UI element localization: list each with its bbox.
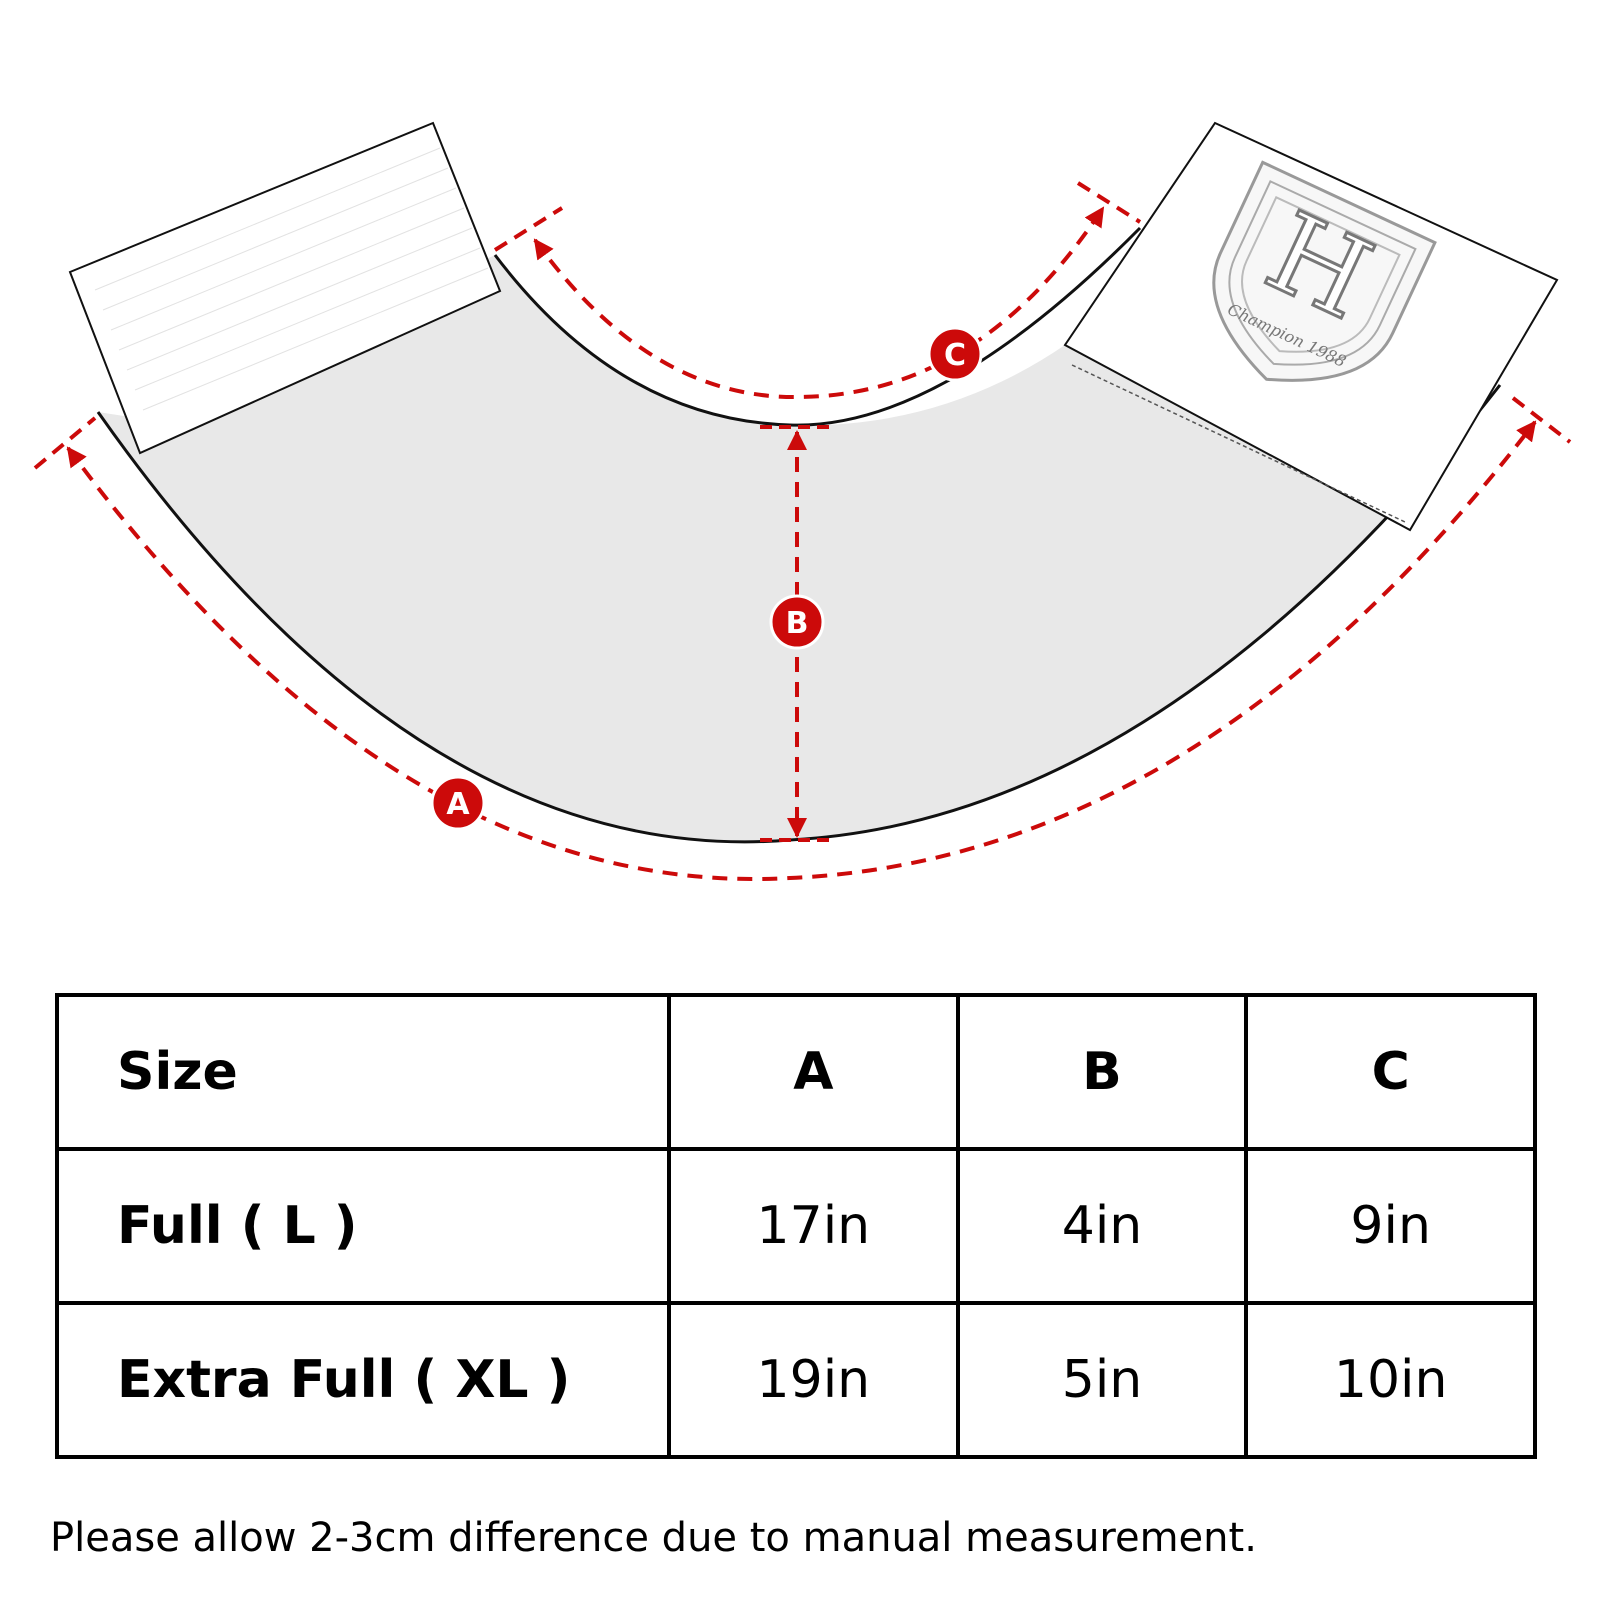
measure-a: A	[33, 396, 1572, 881]
header-a: A	[667, 993, 960, 1151]
measure-b: B	[760, 425, 830, 842]
row-size-label: Extra Full ( XL )	[55, 1301, 671, 1459]
header-c: C	[1244, 993, 1537, 1151]
row-value-a: 17in	[667, 1147, 960, 1305]
measure-c: C	[493, 181, 1142, 400]
marker-b-label: B	[786, 606, 809, 641]
size-table: Size A B C Full ( L ) 17in 4in 9in Extra…	[55, 993, 1537, 1459]
measurement-diagram: H Champion 1988 A B C	[33, 121, 1572, 881]
champion-badge-logo: H Champion 1988	[1212, 160, 1437, 382]
velcro-texture	[94, 147, 489, 411]
marker-c	[927, 326, 983, 382]
measurement-note: Please allow 2-3cm difference due to man…	[50, 1515, 1257, 1561]
marker-b	[769, 594, 825, 650]
row-size-label: Full ( L )	[55, 1147, 671, 1305]
row-value-c: 9in	[1244, 1147, 1537, 1305]
marker-a	[430, 775, 486, 831]
table-row: Extra Full ( XL ) 19in 5in 10in	[55, 1301, 1537, 1459]
header-size: Size	[55, 993, 671, 1151]
header-b: B	[955, 993, 1249, 1151]
marker-a-label: A	[446, 787, 470, 822]
row-value-a: 19in	[667, 1301, 960, 1459]
table-row: Full ( L ) 17in 4in 9in	[55, 1147, 1537, 1305]
marker-c-label: C	[944, 338, 966, 373]
row-value-c: 10in	[1244, 1301, 1537, 1459]
left-velcro-flap	[68, 121, 502, 455]
row-value-b: 4in	[955, 1147, 1249, 1305]
table-header-row: Size A B C	[55, 993, 1537, 1151]
row-value-b: 5in	[955, 1301, 1249, 1459]
